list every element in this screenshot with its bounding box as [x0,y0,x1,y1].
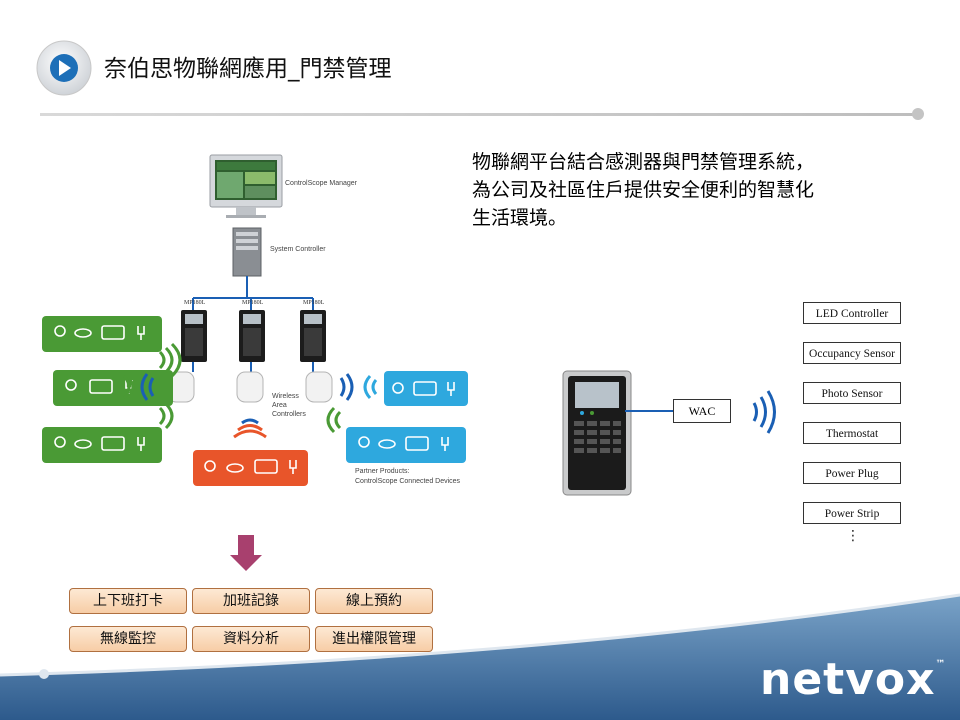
wac-caption: Wireless Area Controllers [272,393,306,418]
blue-device-group [346,371,468,463]
mp-label: MP180L [242,300,264,306]
function-access-permission: 進出權限管理 [315,626,433,652]
green-device-group [42,316,173,463]
device-box: Thermostat [803,422,901,444]
device-box: Occupancy Sensor [803,342,901,364]
description-line: 物聯網平台結合感測器與門禁管理系統， [472,151,815,173]
footer-graphics [0,593,960,720]
keypad-icon [300,310,326,362]
network-diagram [42,154,468,486]
access-panel-diagram [562,370,776,496]
header-graphics [36,40,924,120]
device-box: Power Plug [803,462,901,484]
partner-caption: Partner Products: ControlScope Connected… [355,468,461,485]
page-title: 奈伯思物聯網應用_門禁管理 [104,56,392,82]
mp-label: MP180L [184,300,206,306]
function-clock-in: 上下班打卡 [69,588,187,614]
device-box: Power Strip [803,502,901,524]
description-text: 物聯網平台結合感測器與門禁管理系統， 為公司及社區住戶提供安全便利的智慧化 生活… [472,148,922,232]
function-wireless-monitoring: 無線監控 [69,626,187,652]
keypad-device-icon [562,370,632,496]
netvox-logo: netvox™ [760,654,947,705]
wireless-waves-icon [752,390,776,434]
keypad-icon [181,310,207,362]
function-data-analysis: 資料分析 [192,626,310,652]
down-arrow-icon [230,535,262,571]
more-indicator: ⋮ [846,528,860,544]
monitor-icon [209,154,283,218]
device-box: Photo Sensor [803,382,901,404]
orange-device-group [193,450,308,486]
description-line: 為公司及社區住戶提供安全便利的智慧化 [472,179,815,201]
keypad-icon [239,310,265,362]
wireless-waves [122,342,378,439]
function-overtime-record: 加班記錄 [192,588,310,614]
wac-box: WAC [673,399,731,423]
system-controller-label: System Controller [270,246,326,253]
wac-unit-icon [167,371,333,403]
device-box: LED Controller [803,302,901,324]
function-online-booking: 線上預約 [315,588,433,614]
manager-label: ControlScope Manager [285,180,357,187]
description-line: 生活環境。 [472,207,568,229]
mp-label: MP180L [303,300,325,306]
server-icon [232,227,262,277]
